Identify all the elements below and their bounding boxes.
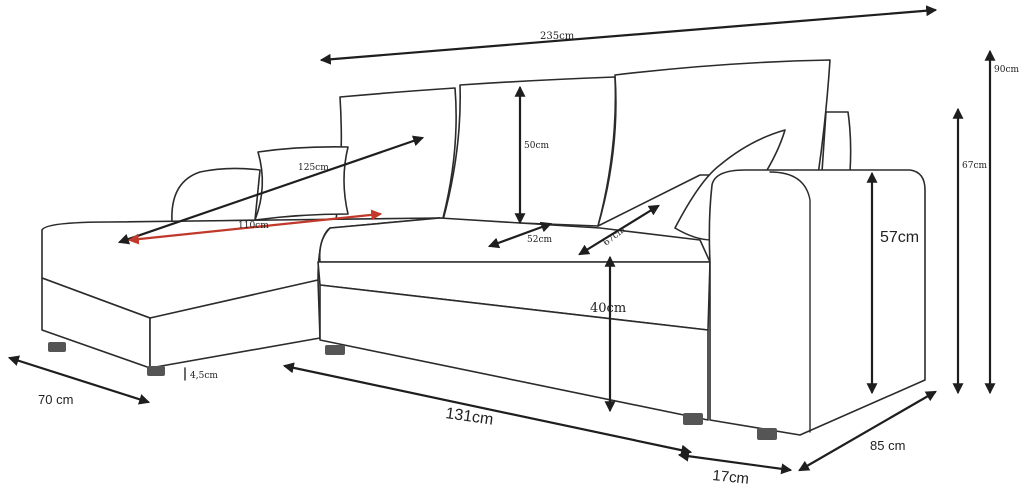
label-leg: 4,5cm xyxy=(190,371,218,381)
leg xyxy=(147,366,165,376)
label-90: 90cm xyxy=(994,65,1019,75)
right-armrest xyxy=(708,169,926,436)
leg xyxy=(48,342,66,352)
dimension-labels: 235cm 125cm 110cm 50cm 90cm 67cm 57cm 40… xyxy=(38,31,1019,488)
dim-line-70 xyxy=(7,355,151,405)
label-131: 131cm xyxy=(444,405,494,429)
label-125: 125cm xyxy=(298,163,329,173)
right-armrest-face xyxy=(769,171,811,433)
label-40: 40cm xyxy=(590,301,626,316)
back-post xyxy=(821,111,852,173)
label-67-height: 67cm xyxy=(962,161,987,171)
dim-line-131 xyxy=(282,362,693,456)
leg xyxy=(757,428,777,440)
label-70: 70 cm xyxy=(38,392,73,407)
label-110: 110cm xyxy=(238,221,269,231)
left-armrest xyxy=(171,167,261,223)
label-85: 85 cm xyxy=(870,438,905,453)
leg xyxy=(325,345,345,355)
dim-line-17 xyxy=(677,450,793,475)
back-cushion-middle xyxy=(442,76,617,227)
label-17: 17cm xyxy=(712,467,750,488)
dim-line-52 xyxy=(487,221,553,249)
throw-pillow-left xyxy=(254,146,349,221)
dim-line-67-depth xyxy=(578,204,660,256)
leg xyxy=(683,413,703,425)
dimension-lines xyxy=(7,5,996,475)
dim-line-85 xyxy=(798,390,937,472)
dim-line-110 xyxy=(127,209,383,245)
label-57: 57cm xyxy=(880,229,919,246)
sofa-drawing xyxy=(41,59,926,440)
label-50: 50cm xyxy=(524,141,549,151)
dim-line-235 xyxy=(319,5,938,65)
label-235: 235cm xyxy=(540,31,575,42)
label-52: 52cm xyxy=(527,235,552,245)
main-seat-top xyxy=(318,217,711,263)
back-cushion-left xyxy=(335,87,457,221)
